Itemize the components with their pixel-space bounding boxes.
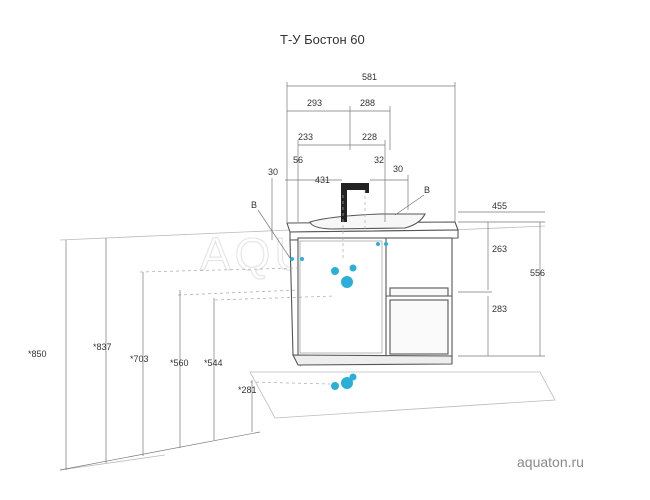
connection-markers	[290, 242, 388, 390]
dim-30-left: 30	[268, 167, 278, 177]
dim-56: 56	[293, 155, 303, 165]
page-title: Т-У Бостон 60	[280, 32, 365, 47]
height-dimensions	[59, 238, 261, 471]
dim-293: 293	[307, 98, 322, 108]
website-link[interactable]: aquaton.ru	[517, 454, 584, 470]
marker-b-right: B	[424, 185, 430, 195]
dim-837: *837	[93, 342, 112, 352]
dim-288: 288	[360, 98, 375, 108]
dim-581: 581	[362, 72, 377, 82]
dim-455: 455	[492, 201, 507, 211]
floor-outline	[59, 225, 556, 471]
top-dimensions	[271, 82, 456, 240]
dim-850: *850	[28, 349, 47, 359]
guide-lines	[139, 190, 366, 385]
dim-556: 556	[530, 268, 545, 278]
dim-544: *544	[204, 358, 223, 368]
dim-32: 32	[374, 155, 384, 165]
b-leaders	[257, 194, 425, 259]
dim-281: *281	[238, 385, 257, 395]
dim-560: *560	[170, 358, 189, 368]
dim-703: *703	[130, 354, 149, 364]
dim-30-right: 30	[393, 164, 403, 174]
marker-b-left: B	[251, 200, 257, 210]
dim-431: 431	[315, 175, 330, 185]
dim-263: 263	[492, 244, 507, 254]
dim-233: 233	[298, 132, 313, 142]
faucet-icon	[341, 183, 369, 222]
dim-228: 228	[362, 132, 377, 142]
vanity-cabinet	[286, 213, 459, 367]
dim-283: 283	[492, 304, 507, 314]
right-dimensions	[458, 211, 545, 357]
